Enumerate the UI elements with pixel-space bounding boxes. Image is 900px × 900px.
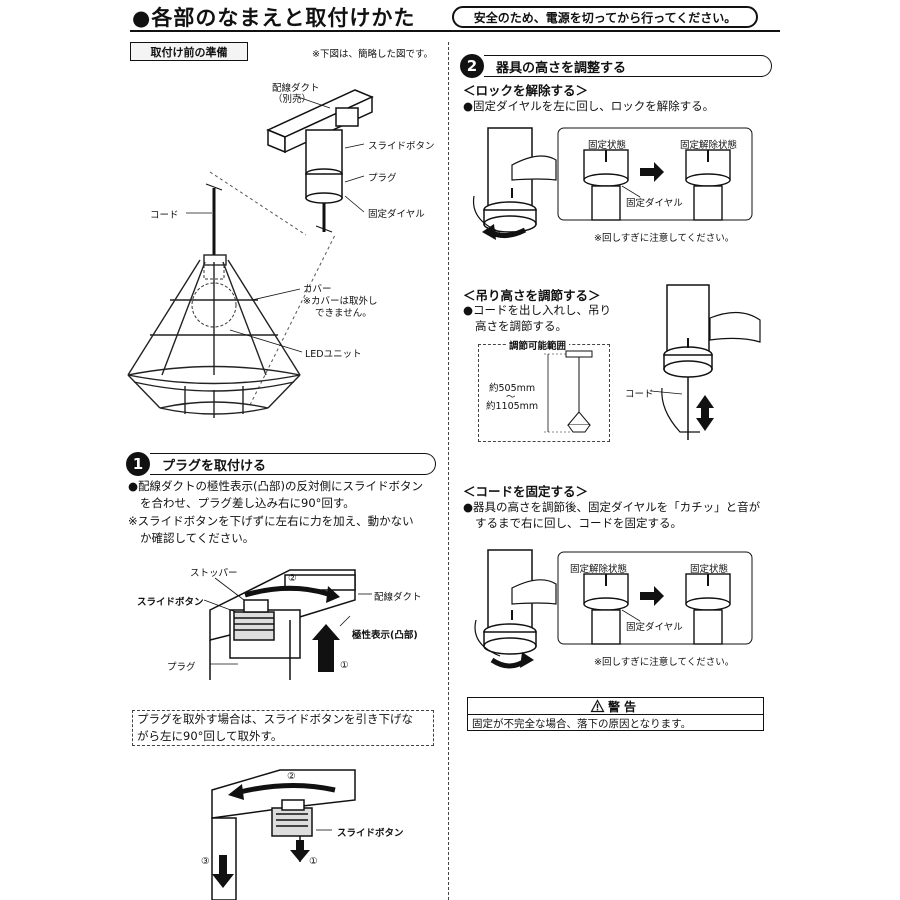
fix-text-2: するまで右に回し、コードを固定する。 <box>475 516 682 530</box>
safety-notice: 安全のため、電源を切ってから行ってください。 <box>452 6 758 28</box>
fix-text-1: ●器具の高さを調節後、固定ダイヤルを「カチッ」と音が <box>463 500 761 514</box>
shade-graphic <box>127 254 301 418</box>
removal-note-box <box>132 710 434 746</box>
step1-line3: ※スライドボタンを下げずに左右に力を加え、動かない <box>128 514 414 528</box>
preparation-label: 取付け前の準備 <box>130 42 248 61</box>
range-min: 約505mm <box>489 383 536 394</box>
preparation-note: ※下図は、簡略した図です。 <box>312 49 434 60</box>
step1-line2: を合わせ、プラグ差し込み右に90°回す。 <box>140 496 355 510</box>
height-cord-label: コード <box>625 389 654 400</box>
warning-title: 警告 <box>607 699 640 714</box>
warning-title-row: 警告 <box>468 698 763 715</box>
led-label: LEDユニット <box>305 349 362 360</box>
cord-label: コード <box>150 210 179 221</box>
unlock-caution: ※回しすぎに注意してください。 <box>594 233 735 244</box>
removal-line2: がら左に90°回して取外す。 <box>137 729 283 743</box>
unlock-dial-label: 固定ダイヤル <box>626 198 683 209</box>
step1-number: 1 <box>126 452 150 476</box>
stopper-label: ストッパー <box>190 568 238 579</box>
plug-label-step1: プラグ <box>167 662 196 673</box>
range-max: 約1105mm <box>486 401 539 412</box>
slide-button-label-step1: スライドボタン <box>137 597 204 608</box>
duct-label: 配線ダクト <box>272 83 320 94</box>
cover-note-1: ※カバーは取外し <box>303 296 378 307</box>
height-text-1: ●コードを出し入れし、吊り <box>463 303 612 317</box>
unlock-detail-box <box>557 127 753 221</box>
remove-circle-1: ① <box>309 856 318 867</box>
warning-triangle-icon <box>590 699 605 713</box>
unlock-state-fixed: 固定状態 <box>588 140 627 151</box>
warning-text: 固定が不完全な場合、落下の原因となります。 <box>472 718 692 730</box>
fixture-diagram <box>127 89 374 418</box>
duct-label-step1: 配線ダクト <box>374 592 422 603</box>
step2-number: 2 <box>460 54 484 78</box>
cover-note-2: できません。 <box>315 308 372 319</box>
title-rule <box>130 30 780 32</box>
plug-label: プラグ <box>368 173 397 184</box>
range-label: 調節可能範囲 <box>506 338 570 352</box>
unlock-text: ●固定ダイヤルを左に回し、ロックを解除する。 <box>463 99 715 113</box>
fix-heading: ＜コードを固定する＞ <box>463 484 589 499</box>
remove-circle-2: ② <box>287 771 296 782</box>
step2-heading: 器具の高さを調整する <box>484 55 772 77</box>
circle-2-label: ② <box>288 573 297 584</box>
plug-attach-diagram <box>203 569 372 680</box>
height-heading: ＜吊り高さを調節する＞ <box>463 288 601 303</box>
unlock-heading: ＜ロックを解除する＞ <box>463 83 589 98</box>
warning-box: 警告 固定が不完全な場合、落下の原因となります。 <box>467 697 764 731</box>
circle-1-label: ① <box>340 660 349 671</box>
slide-button-label: スライドボタン <box>368 141 435 152</box>
duct-graphic <box>266 89 374 154</box>
step1-line4: か確認してください。 <box>140 531 255 545</box>
height-text-2: 高さを調節する。 <box>475 319 567 333</box>
remove-circle-3: ③ <box>201 856 210 867</box>
dial-label: 固定ダイヤル <box>368 209 425 220</box>
fix-dial-label: 固定ダイヤル <box>626 622 683 633</box>
fix-state-fixed: 固定状態 <box>690 564 729 575</box>
step1-line1: ●配線ダクトの極性表示(凸部)の反対側にスライドボタン <box>128 479 424 493</box>
range-diagram <box>544 284 761 440</box>
range-tilde: 〜 <box>506 392 516 403</box>
duct-note: （別売） <box>273 94 312 105</box>
plug-remove-diagram <box>211 769 356 900</box>
plug-graphic <box>305 129 343 204</box>
fix-state-released: 固定解除状態 <box>570 564 628 575</box>
step1-heading: プラグを取付ける <box>150 453 436 475</box>
page-title: ●各部のなまえと取付けかた <box>132 6 416 30</box>
unlock-diagram <box>472 127 753 240</box>
column-divider <box>448 42 449 900</box>
removal-line1: プラグを取外す場合は、スライドボタンを引き下げな <box>137 712 413 726</box>
cover-label: カバー <box>303 284 332 295</box>
remove-slide-button-label: スライドボタン <box>337 828 404 839</box>
unlock-state-released: 固定解除状態 <box>680 140 738 151</box>
fix-diagram <box>474 549 753 669</box>
polarity-label: 極性表示(凸部) <box>352 630 418 641</box>
fix-caution: ※回しすぎに注意してください。 <box>594 657 735 668</box>
led-unit-graphic <box>191 264 237 328</box>
